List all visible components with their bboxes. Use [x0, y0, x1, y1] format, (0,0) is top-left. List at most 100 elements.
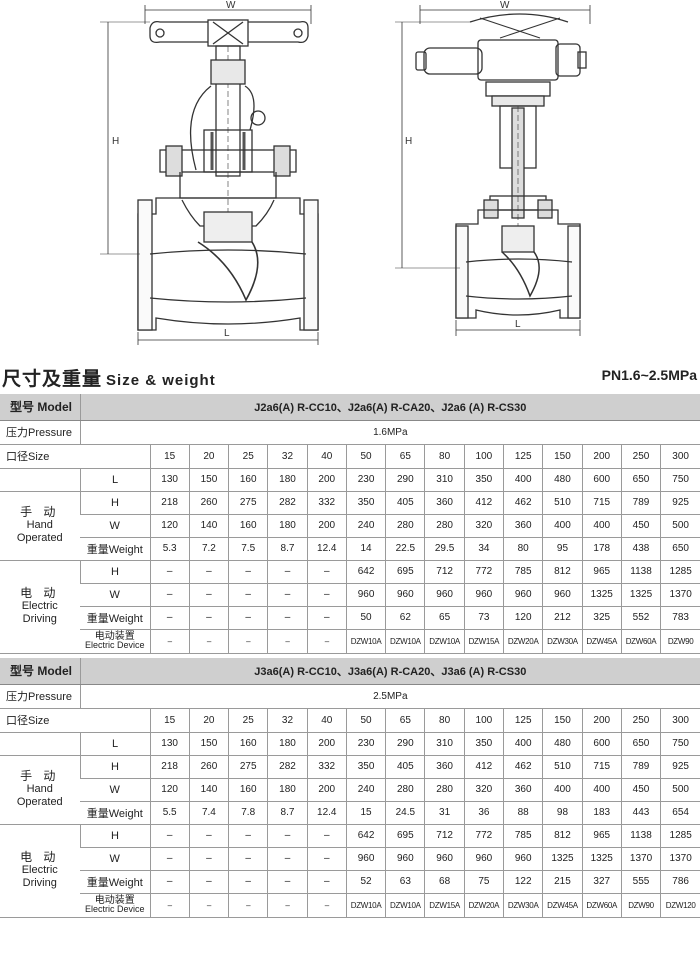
size-cell: 80: [424, 444, 465, 469]
hand-h-cell: 360: [424, 491, 465, 515]
electric-w-cell: –: [306, 583, 347, 607]
electric-weight-cell: –: [228, 606, 268, 630]
left-l-label: L: [224, 328, 230, 339]
l-label: L: [79, 732, 150, 756]
electric-h-cell: 1138: [620, 560, 661, 584]
hand-h-cell: 789: [620, 491, 661, 515]
hand-weight-cell: 8.7: [267, 537, 308, 561]
hand-h-cell: 412: [463, 491, 504, 515]
hand-w-cell: 200: [306, 514, 347, 538]
hand-h-cell: 715: [581, 491, 622, 515]
electric-w-cell: 960: [385, 847, 425, 871]
l-cell: 230: [345, 468, 386, 492]
size-cell: 125: [503, 708, 543, 733]
hand-weight-cell: 8.7: [267, 801, 308, 825]
hand-w-cell: 140: [188, 514, 229, 538]
electric-h-cell: 812: [542, 824, 583, 848]
l-cell: 480: [542, 732, 583, 756]
l-cell: 400: [503, 468, 543, 492]
electric-device-cell: –: [188, 893, 229, 918]
l-label: L: [79, 468, 150, 492]
hand-weight-cell: 14: [345, 537, 386, 561]
hand-w-cell: 120: [149, 514, 190, 538]
electric-h-cell: 1138: [620, 824, 661, 848]
model-label: 型号 Model: [0, 658, 80, 685]
electric-w-cell: 960: [424, 847, 465, 871]
electric-w-cell: 960: [542, 583, 583, 607]
hand-h-cell: 510: [542, 755, 583, 779]
electric-w-cell: –: [228, 583, 268, 607]
size-cell: 65: [385, 444, 425, 469]
hand-weight-cell: 88: [503, 801, 543, 825]
l-cell: 180: [267, 468, 308, 492]
pressure-label: 压力Pressure: [0, 420, 80, 445]
electric-w-cell: 1370: [660, 583, 700, 607]
electric-h-cell: 712: [424, 560, 465, 584]
electric-h-cell: –: [149, 560, 190, 584]
electric-weight-cell: –: [306, 870, 347, 894]
hand-w-cell: 280: [385, 778, 425, 802]
size-label: 口径Size: [0, 444, 150, 469]
electric-label-cn: 电 动: [20, 586, 60, 600]
device-label-cn: 电动装置: [94, 631, 135, 642]
electric-h-cell: 1285: [660, 560, 700, 584]
hand-w-cell: 400: [542, 778, 583, 802]
electric-h-cell: 642: [345, 824, 386, 848]
electric-weight-label: 重量Weight: [80, 606, 150, 630]
electric-w-cell: 960: [345, 583, 386, 607]
hand-w-cell: 160: [228, 514, 268, 538]
l-cell: 180: [267, 732, 308, 756]
pressure-rating: PN1.6~2.5MPa: [601, 367, 697, 383]
electric-device-cell: DZW20A: [463, 893, 504, 918]
model-value: J3a6(A) R-CC10、J3a6(A) R-CA20、J3a6 (A) R…: [79, 658, 700, 685]
size-cell: 200: [581, 444, 622, 469]
l-cell: 290: [385, 732, 425, 756]
l-cell: 150: [188, 732, 229, 756]
electric-weight-cell: 122: [503, 870, 543, 894]
hand-h-cell: 925: [660, 755, 700, 779]
electric-h-cell: –: [188, 824, 229, 848]
electric-h-cell: 695: [385, 824, 425, 848]
pressure-label: 压力Pressure: [0, 684, 80, 709]
hand-weight-cell: 5.3: [149, 537, 190, 561]
hand-h-label: H: [79, 755, 150, 779]
electric-valve-drawing: [395, 5, 591, 336]
hand-label-cn: 手 动: [20, 505, 60, 519]
electric-device-cell: DZW30A: [503, 893, 543, 918]
size-label: 口径Size: [0, 708, 150, 733]
size-cell: 150: [542, 708, 583, 733]
size-cell: 250: [620, 444, 661, 469]
electric-w-cell: 1370: [660, 847, 700, 871]
l-cell: 350: [463, 468, 504, 492]
size-cell: 65: [385, 708, 425, 733]
electric-w-cell: –: [188, 847, 229, 871]
l-cell: 200: [306, 732, 347, 756]
valve-drawings: W H L W H L: [100, 0, 591, 345]
size-cell: 20: [188, 708, 229, 733]
l-cell: 130: [149, 732, 190, 756]
electric-device-cell: –: [267, 629, 308, 654]
electric-device-cell: DZW120: [660, 893, 700, 918]
l-cell: 160: [228, 732, 268, 756]
hand-h-cell: 282: [267, 755, 308, 779]
hand-w-cell: 450: [620, 778, 661, 802]
hand-h-cell: 510: [542, 491, 583, 515]
electric-weight-cell: 327: [581, 870, 622, 894]
l-cell: 400: [503, 732, 543, 756]
electric-h-label: H: [79, 824, 150, 848]
electric-h-cell: 772: [463, 560, 504, 584]
hand-h-cell: 275: [228, 755, 268, 779]
pressure-value: 2.5MPa: [79, 684, 700, 709]
electric-w-cell: 960: [463, 583, 504, 607]
l-cell: 310: [424, 468, 465, 492]
